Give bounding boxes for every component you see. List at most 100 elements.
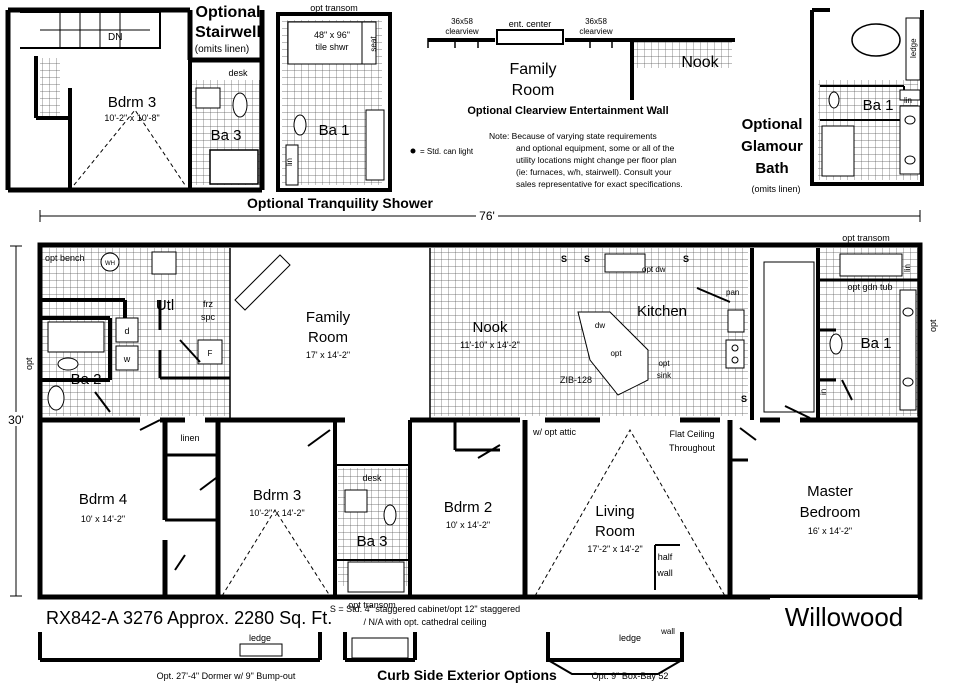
- footer-wall: wall: [660, 627, 675, 636]
- clearview-left-win: 36x58: [451, 17, 473, 26]
- closet-icon: [763, 261, 815, 413]
- model-label: RX842-A 3276 Approx. 2280 Sq. Ft.: [46, 608, 332, 628]
- master-opt-transom: opt transom: [842, 233, 890, 243]
- staggered-cabinet-3: S: [683, 254, 689, 264]
- oven-icon: [727, 309, 745, 333]
- bdrm3-dims: 10'-2" x 14'-2": [249, 508, 304, 518]
- note-line-2: and optional equipment, some or all of t…: [516, 143, 675, 153]
- box-bay-label: Opt. 9" Box-Bay 52: [592, 671, 669, 681]
- water-heater-icon: [100, 252, 120, 272]
- family-room-label: Family: [306, 309, 351, 326]
- range-icon: [725, 339, 745, 369]
- glamour-title-2: Glamour: [741, 138, 803, 155]
- can-light-legend: = Std. can light: [420, 147, 474, 156]
- clearview-caption: Optional Clearview Entertainment Wall: [467, 105, 668, 117]
- tranquility-shower: 48" x 96": [314, 30, 350, 40]
- legend-line-1: S = Std. 4" staggered cabinet/opt 12" st…: [330, 604, 520, 614]
- model-name: Willowood: [785, 602, 904, 632]
- garden-tub-icon: [839, 253, 903, 277]
- tranquility-inset: opt transom 48" x 96" tile shwr seat Ba …: [247, 3, 433, 211]
- stair-tile-area: [40, 58, 60, 118]
- freezer-label: frz: [203, 299, 213, 309]
- depth-dimension: 30': [8, 413, 24, 427]
- dryer-icon: [115, 317, 139, 343]
- fireplace-icon: [234, 254, 291, 311]
- footer-opt-transom: opt transom: [348, 600, 396, 610]
- furnace-icon: [197, 339, 223, 365]
- clearview-right-win-2: clearview: [579, 27, 613, 36]
- furnace-label: F: [208, 349, 213, 358]
- tranquility-transom: opt transom: [310, 3, 358, 13]
- staggered-cabinet-2: S: [584, 254, 590, 264]
- dimension-lines: 76' 30': [8, 209, 921, 597]
- stairwell-bdrm-name: Bdrm 3: [108, 94, 156, 111]
- clearview-family: Family: [509, 61, 556, 78]
- clearview-inset: 36x58 clearview ent. center 36x58 clearv…: [427, 17, 735, 117]
- master-in-label: in: [819, 389, 828, 395]
- tranquility-caption: Optional Tranquility Shower: [247, 195, 433, 211]
- opt-bench: opt bench: [45, 253, 85, 263]
- half-wall-label: half: [658, 552, 673, 562]
- legend-line-2: / N/A with opt. cathedral ceiling: [363, 617, 486, 627]
- ba1-label: Ba 1: [861, 335, 892, 352]
- exterior-options-label: Curb Side Exterior Options: [377, 667, 557, 683]
- room-labels: opt bench WH Utl frz spc d w F opt Ba 2 …: [24, 233, 938, 578]
- stairwell-note: (omits linen): [195, 44, 249, 55]
- clearview-left-win-2: clearview: [445, 27, 479, 36]
- half-wall-label-2: wall: [656, 568, 673, 578]
- opt-sink-label: opt: [658, 359, 670, 368]
- island-opt-label: opt: [610, 349, 622, 358]
- clearview-right-win: 36x58: [585, 17, 607, 26]
- ba3-tub-icon: [347, 561, 405, 593]
- living-room-label: Living: [595, 503, 634, 520]
- master-linen: lin: [903, 264, 912, 272]
- flat-ceiling-label: Flat Ceiling: [669, 429, 714, 439]
- sink-label: sink: [657, 371, 672, 380]
- tranquility-seat: seat: [369, 36, 378, 52]
- desk-label: desk: [362, 473, 382, 483]
- toilet-master-icon: [829, 333, 843, 355]
- throughout-label: Throughout: [669, 443, 716, 453]
- utility-label: Utl: [156, 297, 174, 314]
- living-room-dims: 17'-2" x 14'-2": [587, 544, 642, 554]
- ba2-label: Ba 2: [71, 371, 102, 388]
- living-room-label-2: Room: [595, 523, 635, 540]
- sink-icon: [57, 357, 79, 371]
- bdrm3-label: Bdrm 3: [253, 487, 301, 504]
- bdrm4-dims: 10' x 14'-2": [81, 514, 125, 524]
- glamour-inset: Optional Glamour Bath (omits linen) ledg…: [741, 8, 924, 194]
- clearview-nook: Nook: [681, 54, 719, 71]
- tranquility-lin: lin: [285, 158, 294, 166]
- clearview-center: ent. center: [509, 19, 552, 29]
- footer-ledge-2: ledge: [619, 633, 641, 643]
- master-bedroom-dims: 16' x 14'-2": [808, 526, 852, 536]
- glamour-lin: lin: [904, 96, 912, 105]
- width-dimension: 76': [479, 209, 495, 223]
- footer-ledge-1: ledge: [249, 633, 271, 643]
- stairwell-desk: desk: [228, 68, 248, 78]
- master-bedroom-label-2: Bedroom: [800, 504, 861, 521]
- nook-label: Nook: [472, 319, 508, 336]
- stairwell-dn: DN: [108, 32, 122, 43]
- family-room-dims: 17' x 14'-2": [306, 350, 350, 360]
- zib-label: ZIB-128: [560, 375, 592, 385]
- note-line-3: utility locations might change per floor…: [516, 155, 677, 165]
- glamour-title-3: Bath: [755, 160, 788, 177]
- glamour-ba1: Ba 1: [863, 97, 894, 114]
- pantry-label: pan: [726, 288, 739, 297]
- dryer-label: d: [124, 326, 129, 336]
- opt-dishwasher: opt dw: [642, 265, 666, 274]
- glamour-title-1: Optional: [742, 116, 803, 133]
- water-heater-label: WH: [105, 261, 115, 267]
- staggered-cabinet-4: S: [741, 394, 747, 404]
- stairwell-title-2: Stairwell: [195, 24, 261, 41]
- glamour-ledge: ledge: [909, 38, 918, 58]
- opt-garden-tub: opt gdn tub: [847, 282, 892, 292]
- stairwell-inset: Optional Stairwell (omits linen) DN Bdrm…: [5, 4, 265, 193]
- glamour-note: (omits linen): [751, 184, 800, 194]
- stairwell-bdrm-dims: 10'-2" x 10'-8": [104, 113, 159, 123]
- plan-note: = Std. can light Note: Because of varyin…: [410, 131, 683, 189]
- dormer-label: Opt. 27'-4" Dormer w/ 9" Bump-out: [157, 671, 296, 681]
- bdrm2-label: Bdrm 2: [444, 499, 492, 516]
